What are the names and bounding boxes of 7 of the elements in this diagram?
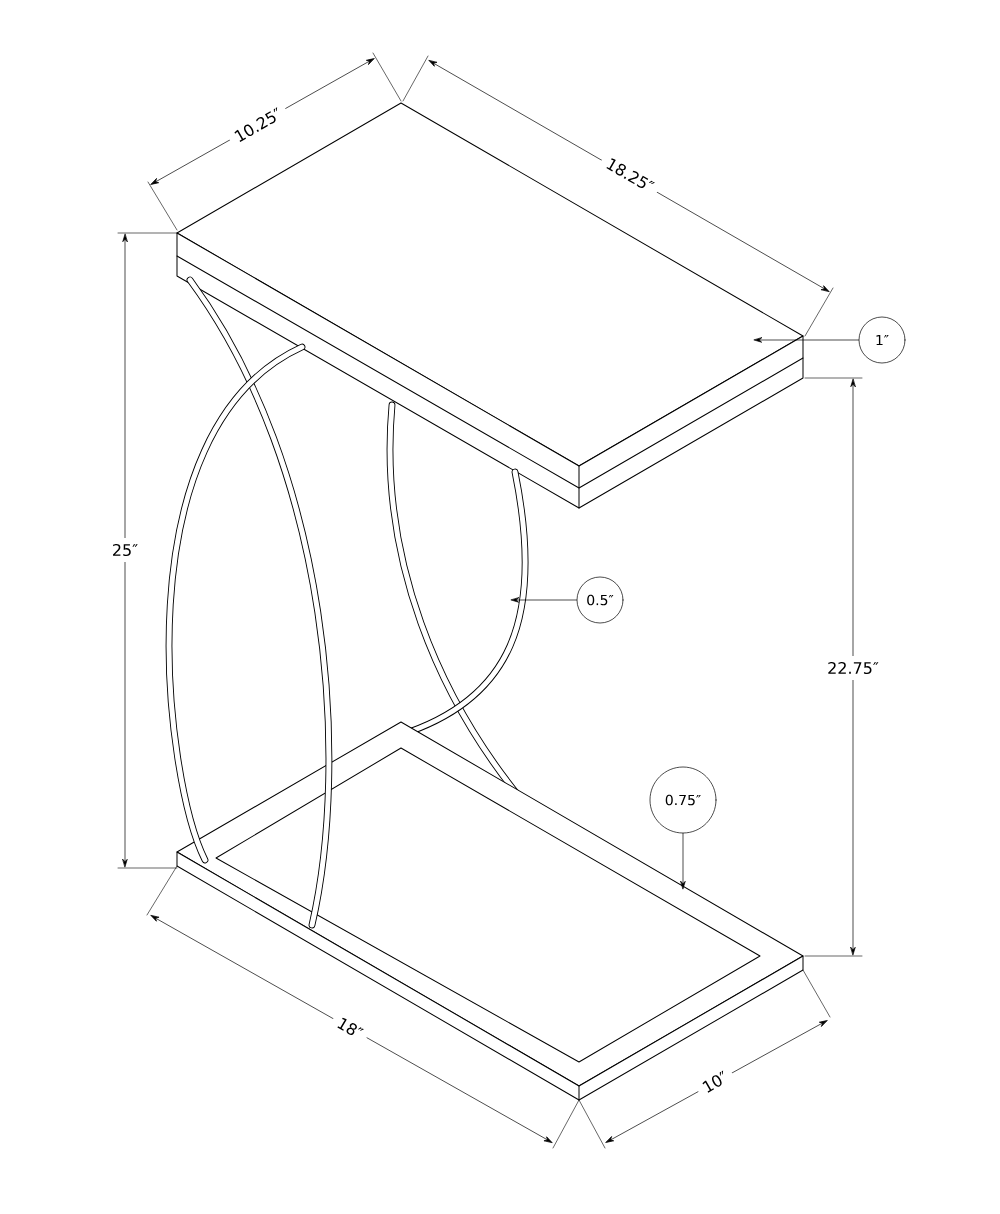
dimension-label: 22.75″ xyxy=(821,655,885,681)
leader-line xyxy=(753,337,859,343)
dimension-label: 25″ xyxy=(105,537,145,563)
leader-line xyxy=(510,597,577,603)
leader-line xyxy=(680,833,686,890)
dimension-label: 18″ xyxy=(327,1008,373,1049)
dimension-label: 10″ xyxy=(692,1062,738,1103)
